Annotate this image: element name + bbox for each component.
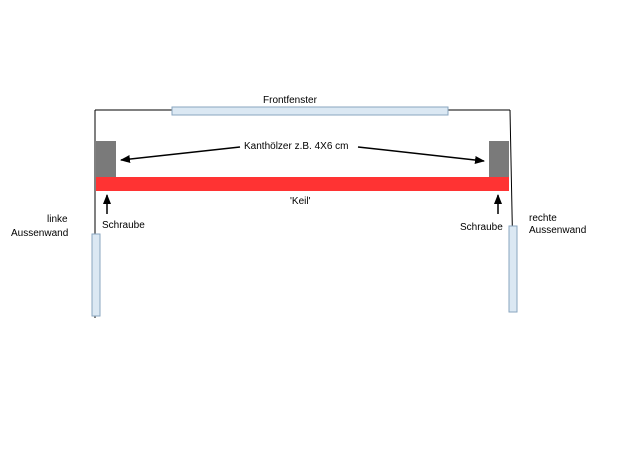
right-outer-wall bbox=[508, 225, 518, 313]
screw-label-left: Schraube bbox=[102, 220, 145, 231]
left-outer-wall bbox=[91, 233, 101, 317]
right-wall-label-line2: Aussenwand bbox=[529, 225, 586, 236]
timber-label: Kanthölzer z.B. 4X6 cm bbox=[244, 141, 349, 152]
timber-block-right bbox=[489, 141, 509, 177]
timber-block-left bbox=[96, 141, 116, 177]
timber-arrow-right bbox=[357, 146, 485, 164]
left-wall-label-line1: linke bbox=[47, 214, 68, 225]
front-window-label: Frontfenster bbox=[263, 95, 318, 106]
timber-arrow-left bbox=[120, 146, 241, 163]
right-wall-label-line1: rechte bbox=[529, 213, 557, 224]
wedge-label: 'Keil' bbox=[290, 196, 311, 207]
screw-label-right: Schraube bbox=[460, 222, 503, 233]
front-window-pane bbox=[171, 106, 449, 116]
wedge-bar bbox=[96, 177, 509, 191]
left-wall-label-line2: Aussenwand bbox=[11, 228, 68, 239]
